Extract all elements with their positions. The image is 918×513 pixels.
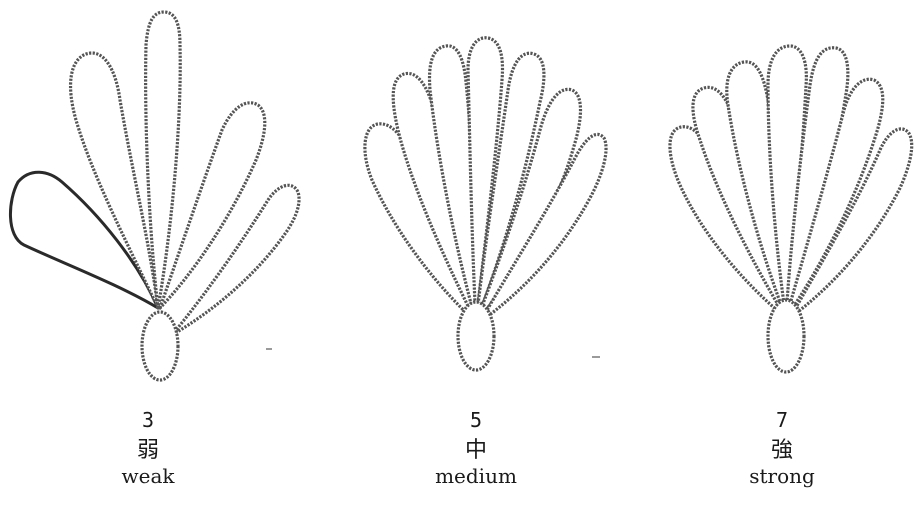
english-label: medium xyxy=(386,464,566,488)
petal-base xyxy=(142,312,178,380)
petal-number: 5 xyxy=(386,408,566,432)
figure-medium xyxy=(365,38,606,370)
figure-strong xyxy=(670,46,912,372)
label-weak: 3 弱 weak xyxy=(58,408,238,488)
speck xyxy=(592,356,600,358)
speck xyxy=(266,348,272,350)
petal-number: 7 xyxy=(692,408,872,432)
label-medium: 5 中 medium xyxy=(386,408,566,488)
label-strong: 7 強 strong xyxy=(692,408,872,488)
figure-weak xyxy=(10,12,299,380)
chinese-label: 弱 xyxy=(58,432,238,464)
english-label: weak xyxy=(58,464,238,488)
petal-number: 3 xyxy=(58,408,238,432)
petal-base xyxy=(768,300,804,372)
chinese-label: 中 xyxy=(386,432,566,464)
petal-base xyxy=(458,302,494,370)
english-label: strong xyxy=(692,464,872,488)
chinese-label: 強 xyxy=(692,432,872,464)
